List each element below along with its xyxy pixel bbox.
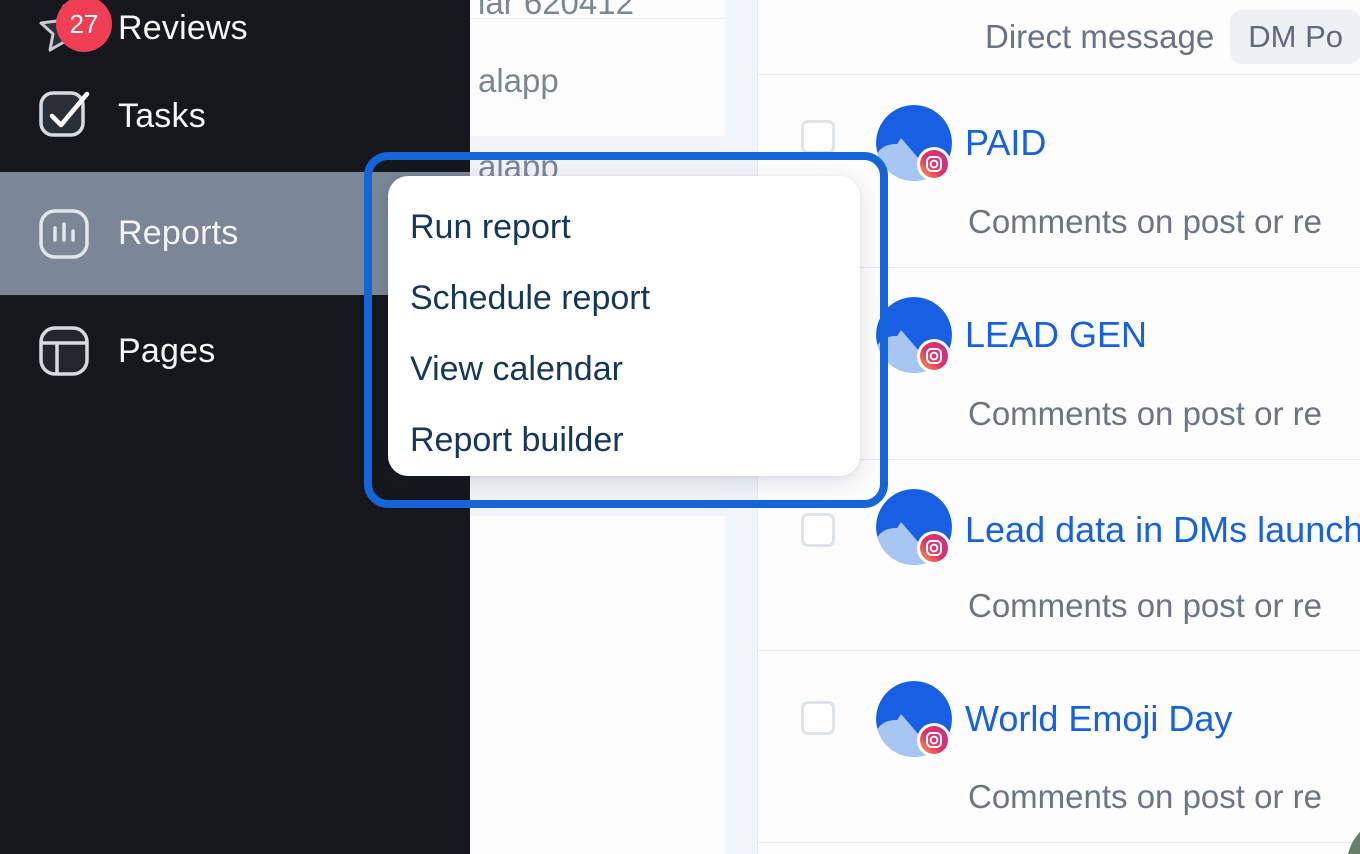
instagram-icon: [917, 531, 951, 565]
avatar: [875, 296, 953, 374]
row-title[interactable]: PAID: [965, 122, 1047, 163]
instagram-icon: [917, 147, 951, 181]
menu-item-schedule-report[interactable]: Schedule report: [410, 278, 651, 317]
reviews-badge-count: 27: [56, 0, 112, 52]
reports-context-menu: Run report Schedule report View calendar…: [388, 176, 860, 476]
instagram-icon: [917, 339, 951, 373]
corner-artifact: [1330, 832, 1360, 854]
menu-item-run-report[interactable]: Run report: [410, 207, 571, 246]
list-separator: [470, 18, 757, 19]
avatar: [875, 104, 953, 182]
row-subtitle: Comments on post or re: [968, 778, 1322, 815]
table-row[interactable]: Lead data in DMs launch Comments on post…: [758, 460, 1360, 651]
sidebar-item-tasks[interactable]: Tasks: [0, 88, 470, 144]
sidebar-item-label: Pages: [118, 331, 216, 370]
list-item[interactable]: alapp: [478, 62, 559, 99]
row-checkbox[interactable]: [801, 120, 835, 154]
row-checkbox[interactable]: [801, 701, 835, 735]
row-checkbox[interactable]: [801, 513, 835, 547]
row-title[interactable]: LEAD GEN: [965, 314, 1148, 355]
row-title[interactable]: Lead data in DMs launch: [965, 509, 1360, 550]
sidebar-item-label: Tasks: [118, 96, 206, 135]
row-title[interactable]: World Emoji Day: [965, 698, 1233, 739]
table-row[interactable]: LEAD GEN Comments on post or re: [758, 268, 1360, 460]
row-subtitle: Comments on post or re: [968, 395, 1322, 432]
checkbox-check-icon: [36, 88, 92, 144]
sidebar-item-pages[interactable]: Pages: [0, 323, 470, 379]
sidebar-item-label: Reports: [118, 214, 239, 252]
header-label: Direct message: [985, 18, 1215, 55]
avatar: [875, 680, 953, 758]
row-subtitle: Comments on post or re: [968, 203, 1322, 240]
bar-chart-icon: [36, 206, 92, 262]
layout-grid-icon: [36, 323, 92, 379]
menu-item-report-builder[interactable]: Report builder: [410, 420, 624, 459]
row-subtitle: Comments on post or re: [968, 587, 1322, 624]
dm-post-chip[interactable]: DM Po: [1230, 10, 1360, 64]
menu-item-view-calendar[interactable]: View calendar: [410, 349, 623, 388]
list-item[interactable]: lar 620412: [478, 0, 634, 21]
sidebar-item-label: Reviews: [118, 8, 248, 47]
conversation-list-panel: Direct message DM Po: [757, 0, 1360, 854]
avatar: [875, 488, 953, 566]
table-row[interactable]: World Emoji Day Comments on post or re: [758, 651, 1360, 843]
instagram-icon: [917, 723, 951, 757]
panel-header: Direct message DM Po: [758, 0, 1360, 75]
list-item-highlight: [470, 476, 757, 516]
